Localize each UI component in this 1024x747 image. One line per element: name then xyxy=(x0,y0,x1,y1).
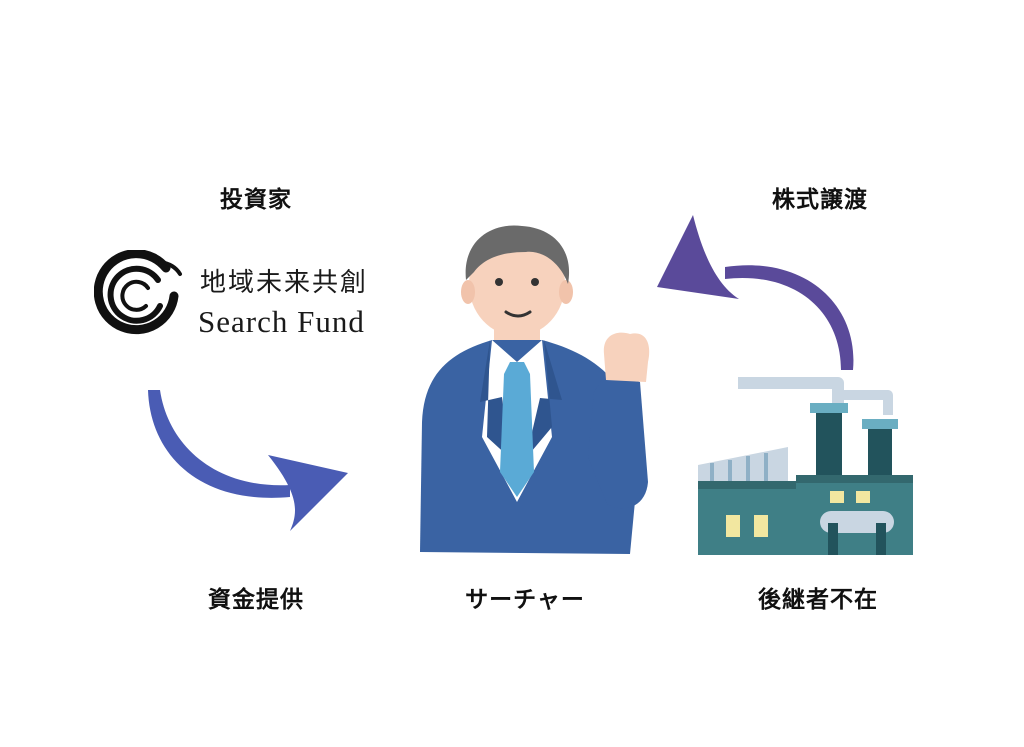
searcher-label: サーチャー xyxy=(465,587,585,613)
logo-japanese-text: 地域未来共創 xyxy=(200,268,369,298)
curved-arrow-left-icon xyxy=(657,215,854,370)
investor-label: 投資家 xyxy=(220,187,292,213)
share-transfer-label: 株式譲渡 xyxy=(772,187,868,213)
logo-english-text: Search Fund xyxy=(198,304,365,339)
funding-label: 資金提供 xyxy=(208,587,304,613)
businessman-icon xyxy=(420,225,650,554)
curved-arrow-right-icon xyxy=(148,390,348,531)
search-fund-logo-icon xyxy=(94,250,182,335)
no-successor-label: 後継者不在 xyxy=(758,587,878,613)
factory-icon xyxy=(698,377,913,555)
search-fund-logo: 地域未来共創 Search Fund xyxy=(94,250,394,345)
